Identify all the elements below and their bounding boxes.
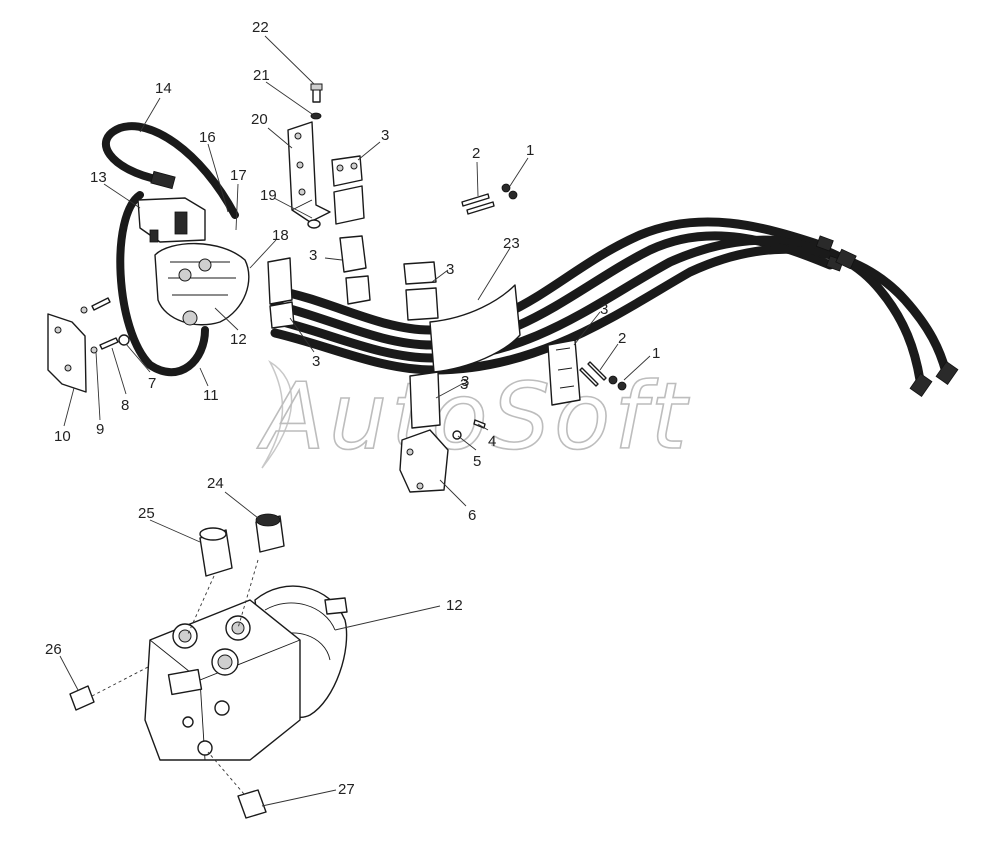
callout-13: 13 bbox=[90, 169, 107, 186]
callout-23: 23 bbox=[503, 235, 520, 252]
callout-22: 22 bbox=[252, 19, 269, 36]
fittings bbox=[69, 513, 285, 819]
callout-1: 1 bbox=[526, 142, 534, 159]
callout-1: 1 bbox=[652, 345, 660, 362]
hose-end-fitting-icon bbox=[815, 235, 959, 397]
callout-25: 25 bbox=[138, 505, 155, 522]
callout-6: 6 bbox=[468, 507, 476, 524]
callout-14: 14 bbox=[155, 80, 172, 97]
callout-8: 8 bbox=[121, 397, 129, 414]
callout-3: 3 bbox=[460, 376, 468, 393]
callout-labels: 22 21 20 3 2 1 14 16 17 13 19 18 3 23 3 … bbox=[45, 19, 660, 798]
hose-sleeve bbox=[429, 284, 521, 373]
callout-7: 7 bbox=[148, 375, 156, 392]
hydraulic-motor-12 bbox=[144, 585, 348, 761]
watermark-swoosh-icon bbox=[261, 359, 293, 469]
callout-18: 18 bbox=[272, 227, 289, 244]
callout-2: 2 bbox=[472, 145, 480, 162]
callout-5: 5 bbox=[473, 453, 481, 470]
callout-2: 2 bbox=[618, 330, 626, 347]
bracket-plate-6 bbox=[399, 429, 449, 493]
callout-27: 27 bbox=[338, 781, 355, 798]
callout-24: 24 bbox=[207, 475, 224, 492]
callout-3: 3 bbox=[461, 373, 469, 390]
callout-3: 3 bbox=[600, 301, 608, 318]
callout-21: 21 bbox=[253, 67, 270, 84]
fasteners bbox=[80, 83, 627, 440]
callout-12: 12 bbox=[230, 331, 247, 348]
clamp-parts bbox=[267, 155, 581, 429]
callout-10: 10 bbox=[54, 428, 71, 445]
callout-11: 11 bbox=[203, 387, 219, 404]
leader-lines bbox=[59, 35, 651, 807]
loop-hoses bbox=[102, 122, 239, 377]
callout-4: 4 bbox=[488, 433, 496, 450]
callout-17: 17 bbox=[230, 167, 247, 184]
callout-19: 19 bbox=[260, 187, 277, 204]
callout-3: 3 bbox=[309, 247, 317, 264]
bracket-20 bbox=[287, 121, 331, 223]
mounting-plate-10 bbox=[47, 313, 87, 393]
callout-20: 20 bbox=[251, 111, 268, 128]
callout-3: 3 bbox=[312, 353, 320, 370]
callout-9: 9 bbox=[96, 421, 104, 438]
callout-12: 12 bbox=[446, 597, 463, 614]
callout-3: 3 bbox=[381, 127, 389, 144]
motor-valve-assembly bbox=[137, 197, 250, 326]
callout-26: 26 bbox=[45, 641, 62, 658]
callout-16: 16 bbox=[199, 129, 216, 146]
hose-bundle bbox=[270, 217, 959, 397]
callout-3: 3 bbox=[446, 261, 454, 278]
